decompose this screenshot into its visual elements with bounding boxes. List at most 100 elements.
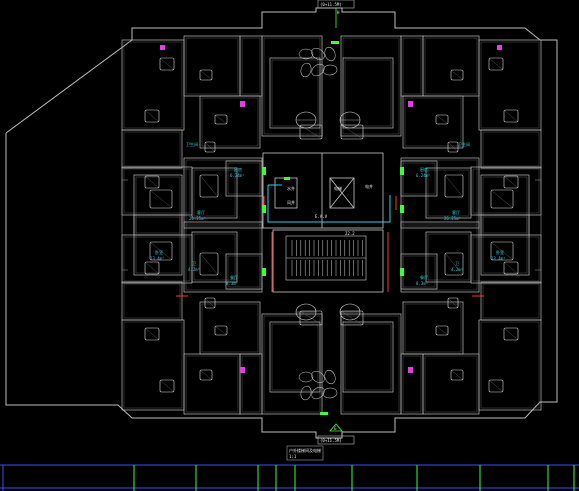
furniture-hatch-3-8 xyxy=(447,141,459,153)
green-markers xyxy=(262,41,404,415)
furniture-2-7 xyxy=(144,175,160,189)
axis-bottom-mark: G xyxy=(334,426,337,431)
wall-room-2-3 xyxy=(199,301,261,355)
furniture-hatch-1-8 xyxy=(447,297,459,309)
wall-inner-3-8 xyxy=(427,169,470,217)
furniture-1-3 xyxy=(435,114,449,125)
plant-1-4 xyxy=(311,386,325,400)
plant-0-5 xyxy=(322,64,338,76)
wall-inner-1-11 xyxy=(344,59,392,127)
wall-room-0-3 xyxy=(199,95,261,149)
room-area-dining-right: 8.3m² xyxy=(416,281,428,286)
room-area-wc-left: 4.2m² xyxy=(188,267,200,272)
wall-room-3-11 xyxy=(342,321,394,393)
bottom-note-2: 1:1 xyxy=(289,454,297,459)
furniture-hatch-0-0 xyxy=(159,57,175,71)
wall-room-3-4 xyxy=(480,281,542,321)
furniture-hatch-0-5 xyxy=(199,174,219,198)
room-area-living-right: 26.25m² xyxy=(444,216,461,221)
wall-inner-0-0 xyxy=(123,41,183,129)
furniture-2-8 xyxy=(204,141,216,153)
wall-room-1-11 xyxy=(342,57,394,129)
furniture-2-4 xyxy=(149,241,173,261)
title-strip xyxy=(0,464,579,491)
furniture-hatch-0-3 xyxy=(214,114,228,125)
furniture-3-2 xyxy=(503,327,519,341)
wall-room-0-4 xyxy=(121,129,183,169)
wall-room-2-6 xyxy=(183,221,263,293)
furniture-hatch-1-5 xyxy=(444,174,464,198)
plant-0-1 xyxy=(311,48,325,60)
furniture-hatch-0-1 xyxy=(199,69,213,81)
wall-room-2-11 xyxy=(269,321,321,393)
wall-inner-2-8 xyxy=(193,169,236,217)
room-area-bed-left: 13.4m² xyxy=(150,256,164,261)
corridor-outline xyxy=(267,184,391,223)
wall-inner-2-1 xyxy=(185,355,239,413)
furniture-2-2 xyxy=(144,327,160,341)
wall-inner-1-3 xyxy=(404,97,462,147)
furniture-3-3 xyxy=(435,325,449,336)
wall-inner-3-4 xyxy=(482,283,540,319)
wall-inner-3-11 xyxy=(344,323,392,391)
bottom-note: 户外楼梯间及电梯 xyxy=(289,447,321,453)
wall-inner-3-5 xyxy=(482,216,528,274)
furniture-3-6 xyxy=(340,310,364,326)
furniture-hatch-3-2 xyxy=(503,327,519,341)
axis-top-text: (0+11.5M) xyxy=(320,2,342,7)
furniture-0-8 xyxy=(204,297,216,309)
furniture-2-0 xyxy=(159,379,175,393)
furniture-1-0 xyxy=(488,57,504,71)
wall-inner-1-0 xyxy=(480,41,540,129)
wall-inner-1-2 xyxy=(402,37,422,95)
wall-inner-1-4 xyxy=(482,131,540,167)
furniture-hatch-0-7 xyxy=(144,261,160,275)
plant-1-3 xyxy=(300,385,312,401)
wall-inner-3-9 xyxy=(402,162,436,195)
furniture-hatch-3-3 xyxy=(435,325,449,336)
room-label-shaft-a: 水井 xyxy=(287,185,295,191)
plant-0-0 xyxy=(298,48,314,60)
room-label-shaft-b: 电井 xyxy=(365,183,373,189)
wall-inner-0-8 xyxy=(193,233,236,281)
room-label-bed-right: 卧室 xyxy=(496,249,504,255)
wall-inner-1-8 xyxy=(427,233,470,281)
room-label-wc-left: 卫 xyxy=(192,261,196,266)
wall-room-2-8 xyxy=(191,167,238,219)
furniture-hatch-3-5 xyxy=(444,252,464,276)
room-label-living-right: 客厅 xyxy=(452,209,460,215)
plant-1-0 xyxy=(298,371,314,383)
furniture-3-0 xyxy=(488,379,504,393)
room-label-lift: 电梯 xyxy=(334,185,342,191)
wall-inner-3-2 xyxy=(402,355,422,413)
furniture-1-2 xyxy=(503,109,519,123)
wall-layer xyxy=(121,35,542,415)
wall-room-1-8 xyxy=(425,231,472,283)
wall-inner-2-4 xyxy=(123,283,181,319)
wall-room-3-8 xyxy=(425,167,472,219)
furniture-hatch-1-1 xyxy=(450,69,464,81)
plant-0-2 xyxy=(324,46,336,62)
plant-0-4 xyxy=(311,63,325,77)
building-outline xyxy=(5,7,558,439)
furniture-hatch-0-4 xyxy=(149,189,173,209)
plant-1-5 xyxy=(322,387,338,399)
furniture-hatch-1-0 xyxy=(488,57,504,71)
plant-1-2 xyxy=(324,369,336,385)
room-label-shaft-c: 风井 xyxy=(287,199,295,205)
wall-inner-3-0 xyxy=(480,321,540,409)
axis-top-mark: H xyxy=(337,10,340,15)
wall-inner-0-5 xyxy=(135,176,181,234)
staircase xyxy=(285,235,367,281)
furniture-hatch-0-6 xyxy=(299,124,323,140)
room-label-kitchen-left: 厨房 xyxy=(234,166,242,172)
wall-room-3-9 xyxy=(400,160,438,197)
balcony-left xyxy=(121,179,128,271)
furniture-hatch-2-8 xyxy=(204,141,216,153)
furniture-3-1 xyxy=(450,369,464,381)
wall-inner-0-11 xyxy=(271,59,319,127)
wall-inner-0-3 xyxy=(201,97,259,147)
furniture-2-5 xyxy=(199,252,219,276)
stair-level: 22.2 xyxy=(345,231,355,236)
